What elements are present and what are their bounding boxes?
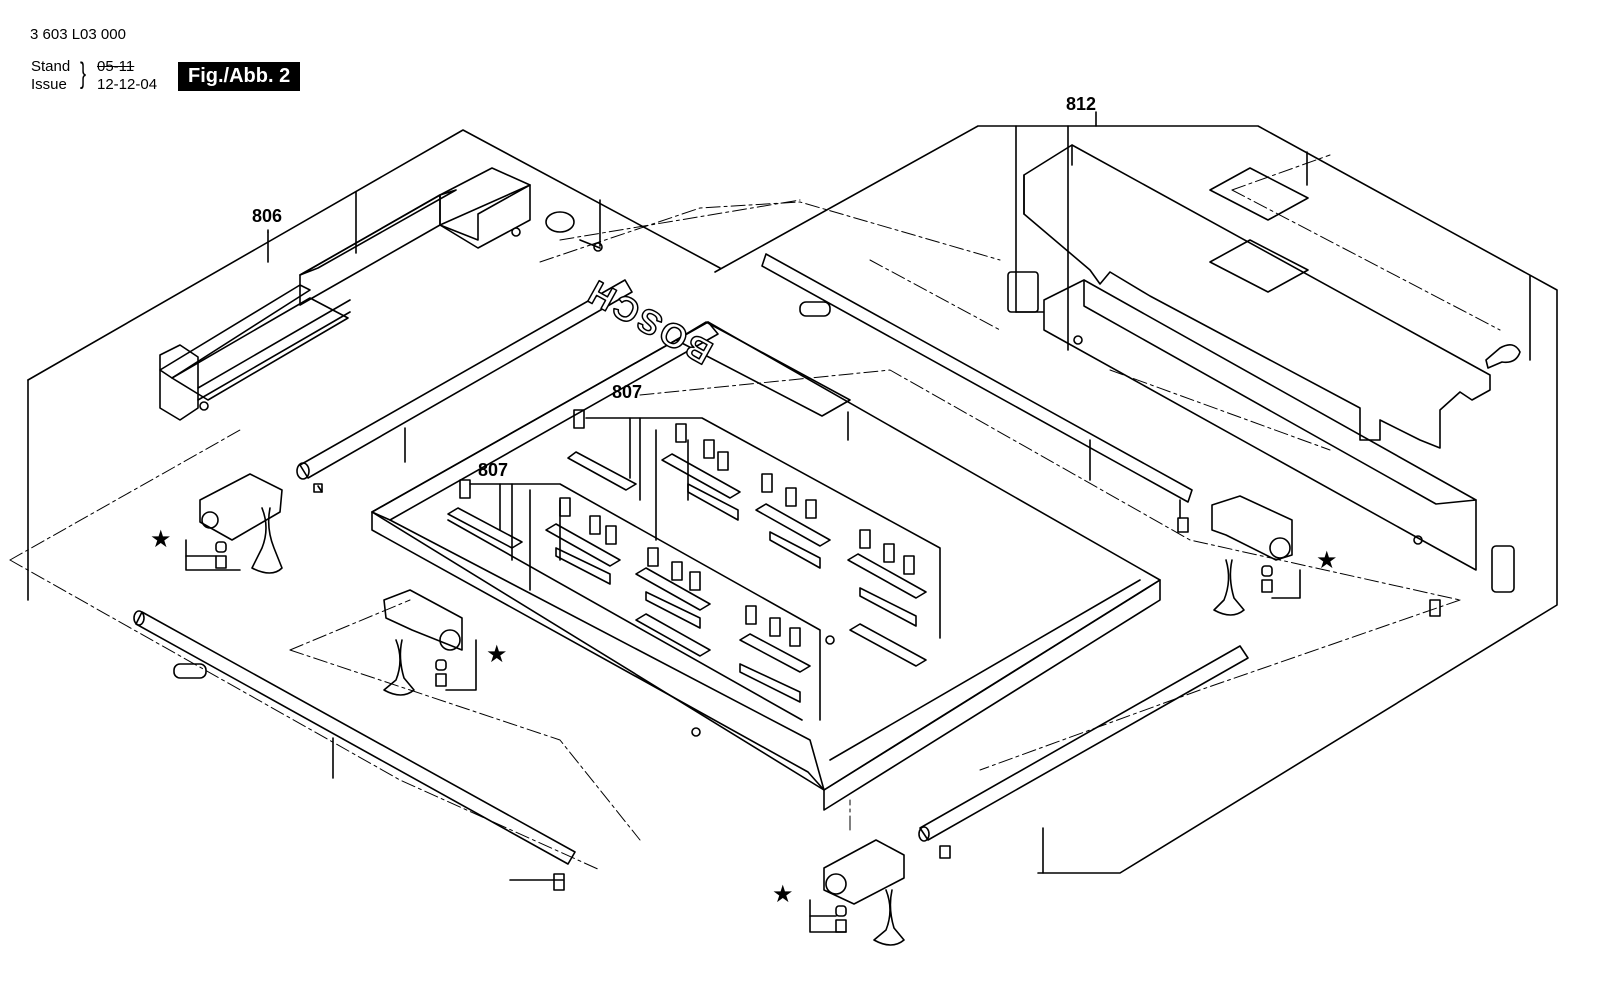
callout-806: 806 (252, 206, 282, 226)
group-812-outline (714, 111, 1558, 874)
clamp-block-left-middle (383, 589, 477, 696)
document-number: 3 603 L03 000 (30, 26, 126, 43)
star-marker-2: ★ (486, 640, 508, 668)
clamp-bar-812 (1043, 279, 1515, 617)
issue-label: Issue (31, 76, 67, 93)
table-extension-frame: BOSCH (371, 270, 1161, 811)
callout-812: 812 (1066, 94, 1096, 114)
brand-embossing: BOSCH (580, 271, 719, 371)
star-marker-4: ★ (772, 880, 794, 908)
callout-807-upper: 807 (612, 382, 642, 402)
star-marker-3: ★ (1316, 546, 1338, 574)
star-marker-1: ★ (150, 525, 172, 553)
fence-812 (1007, 144, 1521, 449)
support-rod-lower (133, 610, 576, 891)
stand-label: Stand (31, 58, 71, 75)
extension-rail-806 (159, 167, 603, 421)
brace-icon: } (80, 57, 87, 90)
stand-date: 05-11 (97, 58, 135, 75)
clamp-block-bottom (809, 839, 905, 946)
clamp-block-right (1211, 495, 1301, 616)
group-806-outline (27, 129, 721, 881)
clamp-block-left-upper (185, 473, 283, 574)
figure-badge: Fig./Abb. 2 (178, 62, 301, 91)
assembly-guide-lines (9, 154, 1501, 871)
support-rod (296, 279, 633, 493)
guide-strips-807-upper (567, 409, 941, 667)
callout-807-lower: 807 (478, 460, 508, 480)
support-rod-upper-right (761, 253, 1193, 533)
issue-date: 12-12-04 (97, 76, 158, 93)
guide-strips-807-lower (447, 479, 835, 737)
support-rod-right (918, 645, 1249, 859)
